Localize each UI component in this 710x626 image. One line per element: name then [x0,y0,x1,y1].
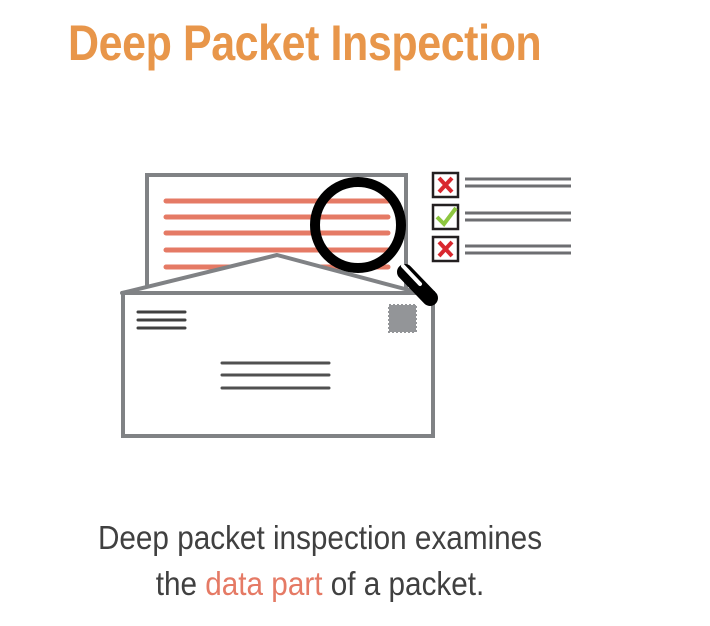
caption-line-1: Deep packet inspection examines [97,519,543,556]
page-title: Deep Packet Inspection [68,15,542,71]
caption-line-2: the data part of a packet. [1,565,640,603]
cross-icon [431,171,460,199]
stamp-icon [388,304,417,333]
envelope [120,253,435,438]
check-icon [431,203,460,231]
recipient-address-lines [220,361,331,390]
checklist-lines [465,177,571,255]
caption-highlight: data part [205,565,323,602]
caption-text: of a packet. [322,565,485,602]
magnifier-icon [310,177,438,306]
checklist [431,171,571,263]
cross-icon [431,235,460,263]
caption-text: the [155,565,206,602]
sender-address-lines [136,310,187,330]
